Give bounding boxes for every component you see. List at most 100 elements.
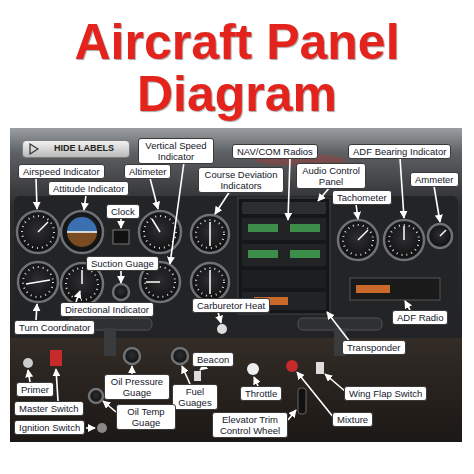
audio-panel (242, 202, 326, 214)
adf-radio-unit (350, 278, 440, 300)
leader-line (120, 218, 122, 228)
label-text: Attitude Indicator (53, 183, 124, 194)
leader-line (288, 158, 290, 220)
tick-ring (343, 225, 373, 255)
tick-ring (196, 220, 224, 248)
leader-line (56, 369, 58, 401)
tick-ring (389, 225, 419, 255)
label-text: Ammeter (415, 174, 454, 185)
needle (38, 222, 48, 232)
callout-label: ADF Bearing Indicator (348, 144, 451, 159)
callout-label: Oil Temp Guage (116, 404, 176, 430)
toggle-button: HIDE LABELS (22, 140, 130, 158)
gauges (17, 211, 452, 403)
oil-pressure-gauge (124, 348, 140, 364)
callout-label: Audio Control Panel (296, 163, 366, 189)
attitude-gauge (61, 211, 103, 253)
attitude-ground (67, 232, 97, 247)
leader-line (150, 178, 158, 209)
master-switch (50, 350, 62, 366)
tick-ring (23, 267, 53, 297)
leader-line (318, 187, 330, 201)
callout-label: ADF Radio (392, 310, 448, 325)
needle (152, 219, 160, 232)
needle (146, 281, 160, 283)
leader-line (120, 270, 122, 283)
needle (26, 280, 50, 284)
ignition-key (97, 423, 107, 433)
leader-line (170, 162, 184, 264)
radio-display (290, 250, 320, 258)
play-icon-shape (30, 144, 38, 154)
leader-line (215, 191, 230, 214)
label-text: Elevator Trim Control Wheel (217, 414, 283, 436)
label-text: Transponder (347, 342, 401, 353)
leader-line (76, 291, 80, 302)
callout-label: Mixture (332, 412, 373, 427)
leader-lines (28, 158, 440, 428)
callout-label: Ignition Switch (14, 420, 85, 435)
suction-gauge (113, 284, 129, 300)
callout-label: Attitude Indicator (48, 181, 129, 196)
trim-wheel (298, 388, 306, 414)
play-icon (29, 143, 39, 155)
label-text: NAV/COM Radios (237, 146, 313, 157)
label-text: Fuel Guages (177, 386, 213, 408)
tick-ring (196, 268, 224, 296)
label-text: Carburetor Heat (197, 300, 265, 311)
callout-label: Carburetor Heat (192, 298, 270, 313)
label-text: Master Switch (19, 403, 79, 414)
label-text: Vertical Speed Indicator (143, 140, 209, 162)
leader-line (84, 195, 86, 210)
label-text: Oil Pressure Guage (109, 376, 165, 398)
needle (440, 230, 446, 236)
beacon-switch (194, 371, 201, 381)
label-text: Suction Guage (91, 258, 154, 269)
leader-line (182, 366, 190, 384)
primer-knob (23, 358, 33, 368)
label-text: Altimeter (129, 166, 166, 177)
ammeter-gauge (428, 224, 452, 248)
leader-line (356, 204, 358, 219)
radio-display (248, 224, 278, 232)
yoke-shaft (104, 328, 116, 356)
label-text: ADF Bearing Indicator (353, 146, 446, 157)
needle (209, 222, 211, 246)
mixture-knob (286, 360, 298, 372)
callout-label: NAV/COM Radios (232, 144, 318, 159)
label-text: Course Deviation Indicators (203, 169, 279, 191)
callout-label: Directional Indicator (60, 302, 154, 317)
label-text: ADF Radio (397, 312, 443, 323)
leader-line (36, 304, 37, 320)
label-text: Primer (21, 384, 49, 395)
label-text: Audio Control Panel (301, 165, 361, 187)
tick-ring (144, 216, 176, 248)
leader-line (36, 178, 37, 209)
radio-stack (238, 198, 330, 314)
tick-ring (66, 268, 98, 300)
tick-ring (22, 216, 54, 248)
callout-label: Ammeter (410, 172, 459, 187)
label-text: Ignition Switch (19, 422, 80, 433)
callout-label: Master Switch (14, 401, 84, 416)
adf-gauge (384, 220, 424, 260)
needle (403, 226, 405, 240)
label-text: Mixture (337, 414, 368, 425)
oil-temp-gauge (89, 389, 103, 403)
leader-line (28, 370, 30, 382)
label-text: Directional Indicator (65, 304, 149, 315)
clock-face (113, 230, 129, 244)
callout-label: Elevator Trim Control Wheel (212, 412, 288, 438)
leader-line (327, 312, 350, 342)
carb-heat-knob (217, 324, 227, 334)
adf-display (356, 285, 390, 293)
label-text: Oil Temp Guage (121, 406, 171, 428)
tach-gauge (338, 220, 378, 260)
callout-label: Clock (106, 204, 140, 219)
callout-label: Turn Coordinator (14, 320, 95, 335)
leader-line (131, 366, 133, 374)
leader-line (405, 301, 410, 310)
callout-label: Wing Flap Switch (344, 386, 427, 401)
throttle-knob (247, 363, 259, 375)
